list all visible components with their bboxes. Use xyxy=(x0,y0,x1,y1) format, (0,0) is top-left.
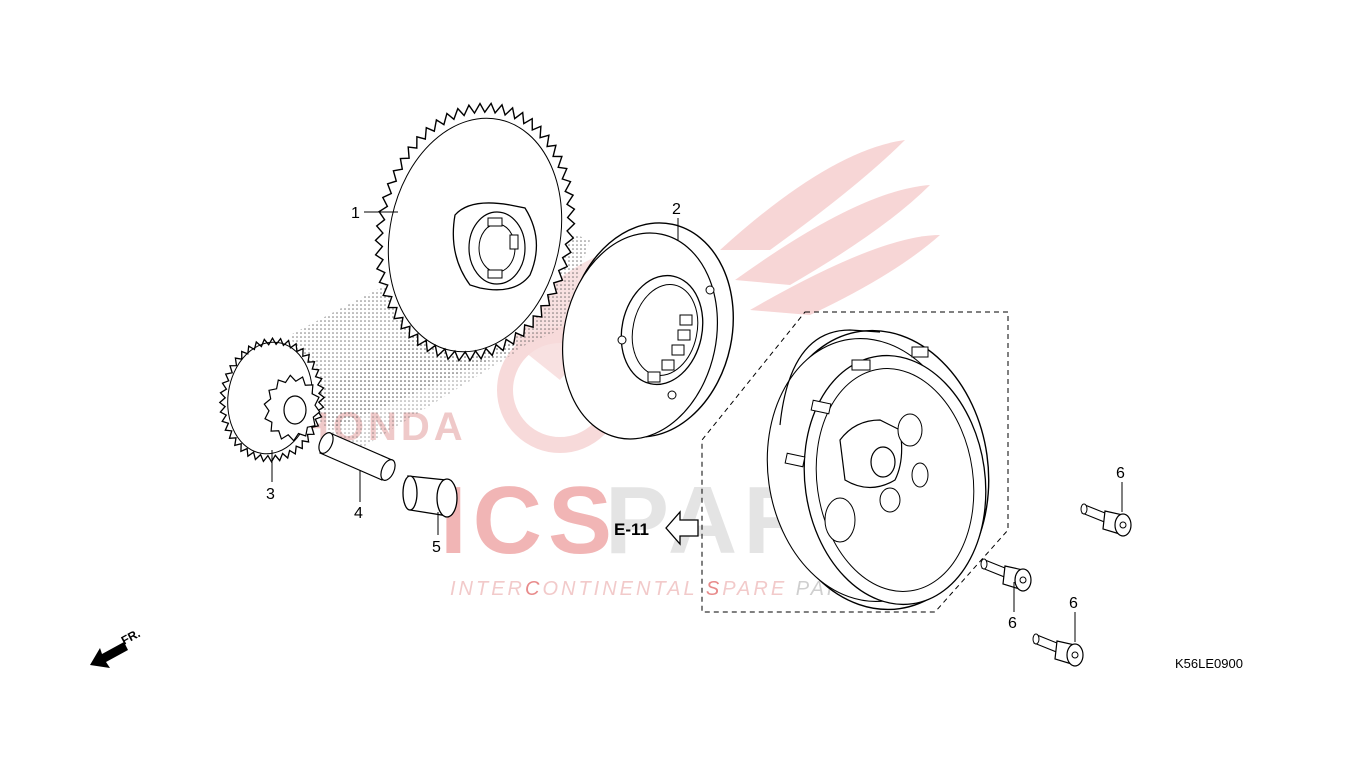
part-4-shaft[interactable] xyxy=(316,431,398,483)
watermark-tagline: INTERCONTINENTAL SPARE PARTS xyxy=(450,578,876,600)
diagram-code: K56LE0900 xyxy=(1175,656,1243,671)
tagline-inter: INTER xyxy=(450,578,525,600)
part-3-reduction-gear[interactable] xyxy=(218,336,326,464)
tagline-s: S xyxy=(706,578,722,600)
part-1-starter-driven-gear[interactable] xyxy=(367,101,582,368)
callout-3[interactable]: 3 xyxy=(266,486,275,503)
part-6c-bolt[interactable] xyxy=(1032,633,1084,667)
callout-2[interactable]: 2 xyxy=(672,201,681,218)
reference-arrow-icon xyxy=(665,510,699,546)
leader-lines xyxy=(271,211,1123,642)
front-arrow-icon xyxy=(90,642,128,668)
callout-6a[interactable]: 6 xyxy=(1116,465,1125,482)
reference-e11-label[interactable]: E-11 xyxy=(614,520,649,539)
callout-6c[interactable]: 6 xyxy=(1069,595,1078,612)
dashed-reference-box xyxy=(701,311,1009,613)
callout-1[interactable]: 1 xyxy=(351,205,360,222)
tagline-c: C xyxy=(525,578,542,600)
front-direction-indicator: FR. xyxy=(90,626,142,668)
flywheel-reference-group xyxy=(701,311,1009,613)
part-2-starter-clutch[interactable] xyxy=(544,207,753,453)
part-5-collar[interactable] xyxy=(402,475,458,518)
callout-5[interactable]: 5 xyxy=(432,539,441,556)
part-6b-bolt[interactable] xyxy=(980,558,1032,592)
part-6a-bolt[interactable] xyxy=(1080,503,1132,537)
watermark-brand-ics: ICS xyxy=(440,467,618,574)
tagline-ontinental: ONTINENTAL xyxy=(542,578,705,600)
tagline-pare: PARE xyxy=(722,578,796,600)
callout-4[interactable]: 4 xyxy=(354,505,363,522)
callout-6b[interactable]: 6 xyxy=(1008,615,1017,632)
